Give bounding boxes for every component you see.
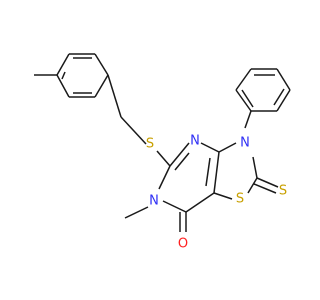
atom-label-s-ring: S (236, 192, 244, 207)
atom-label-o-carbonyl: O (178, 237, 188, 252)
core-bonds (124, 142, 279, 232)
atom-label-n-phenyl: N (240, 136, 250, 151)
phenyl-group (235, 68, 291, 129)
atom-label-s-thione: S (279, 184, 287, 199)
tolyl-group (34, 53, 147, 145)
atom-label-s-thioether: S (146, 137, 154, 152)
molecule-structure: S N N S S N O (34, 53, 291, 252)
atom-label-n-ring: N (190, 134, 200, 149)
atom-labels: S N N S S N O (146, 134, 287, 252)
atom-label-n-methyl: N (149, 194, 159, 209)
